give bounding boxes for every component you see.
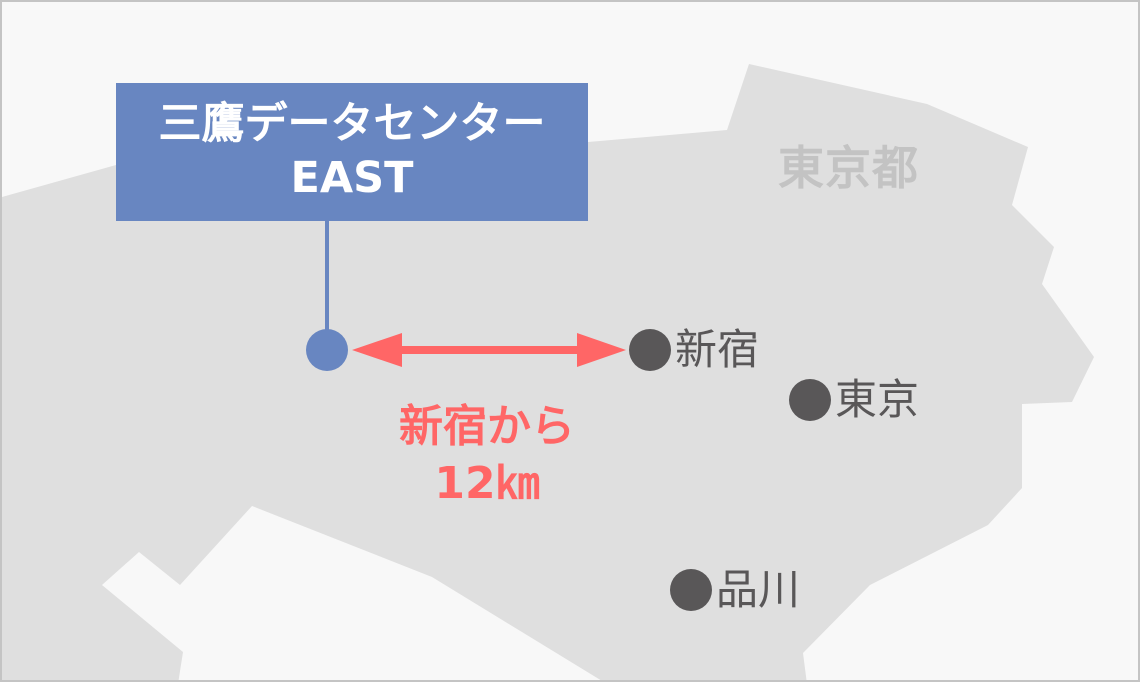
- distance-from: 新宿から: [399, 401, 575, 452]
- station-dot-icon: [629, 329, 671, 371]
- double-arrow-icon: [352, 333, 626, 367]
- datacenter-callout: 三鷹データセンター EAST: [116, 83, 588, 221]
- datacenter-name: 三鷹データセンター: [158, 99, 546, 150]
- distance-label: 新宿から 12㎞: [372, 398, 602, 512]
- region-label-tokyo: 東京都: [778, 141, 919, 195]
- distance-value: 12㎞: [434, 458, 540, 510]
- station-tokyo: 東京: [789, 379, 919, 421]
- datacenter-suffix: EAST: [290, 153, 414, 203]
- station-name: 東京: [835, 375, 920, 424]
- station-dot-icon: [670, 569, 712, 611]
- station-name: 新宿: [675, 325, 760, 374]
- station-dot-icon: [789, 379, 831, 421]
- station-shinjuku: 新宿: [629, 329, 759, 371]
- datacenter-marker-icon: [306, 329, 348, 371]
- station-name: 品川: [716, 565, 801, 614]
- station-shinagawa: 品川: [670, 569, 800, 611]
